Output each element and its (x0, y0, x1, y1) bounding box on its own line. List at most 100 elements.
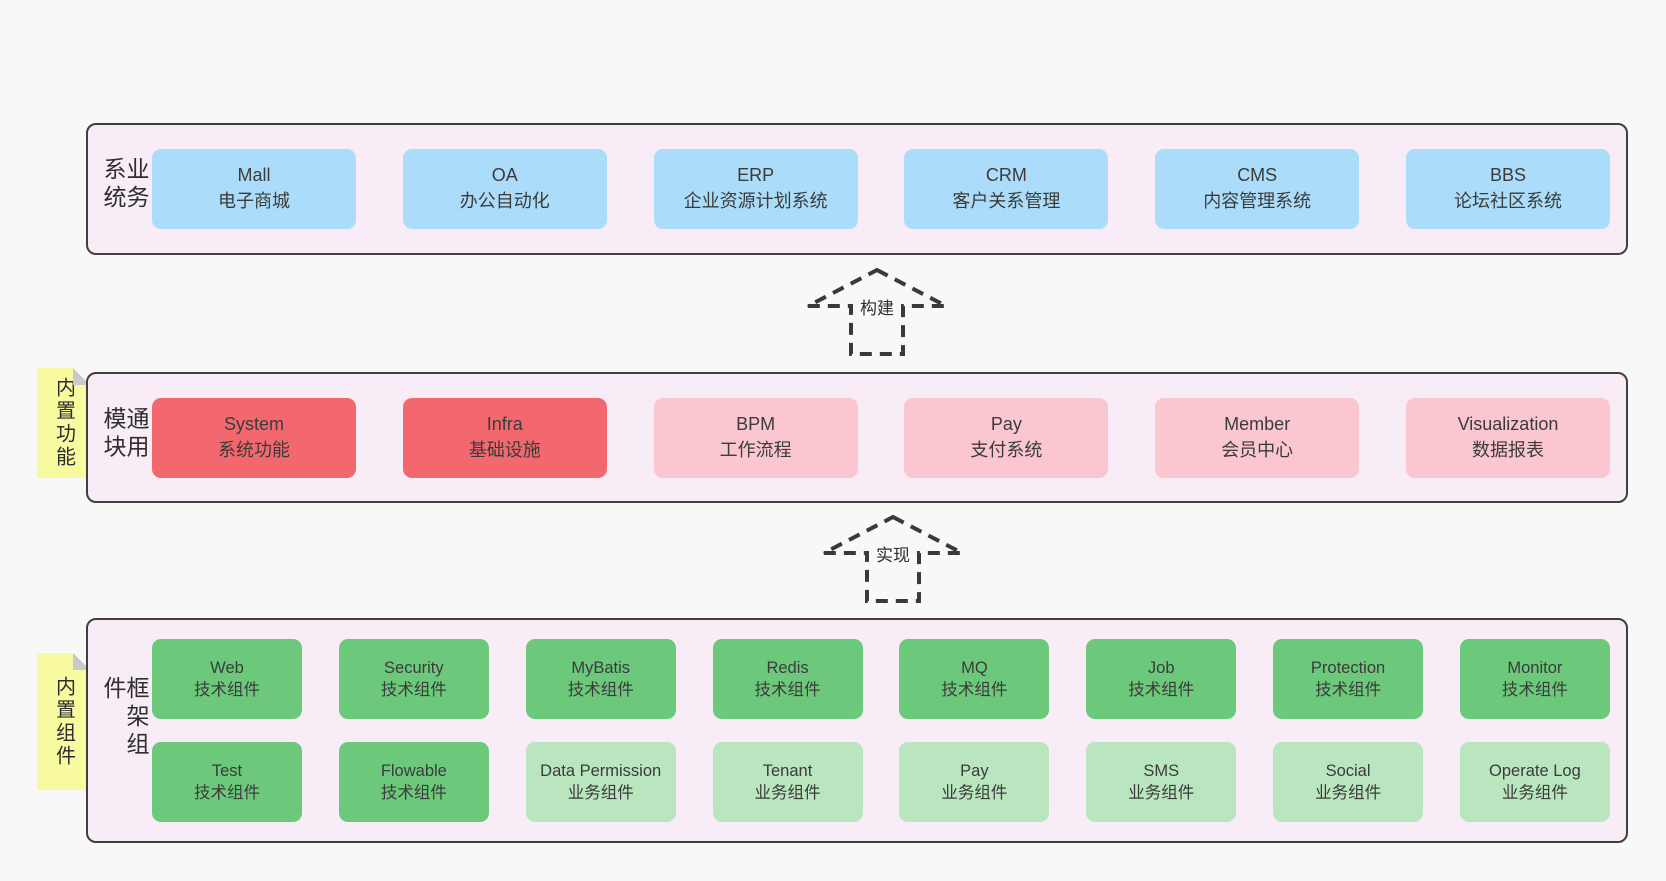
box-title: Operate Log (1489, 761, 1581, 780)
box-oa: OA 办公自动化 (402, 149, 607, 229)
box-title: System (223, 413, 284, 434)
box-subtitle: 技术组件 (1315, 681, 1382, 699)
box-subtitle: 企业资源计划系统 (683, 191, 828, 211)
box-title: Member (1224, 413, 1291, 434)
box-title: Data Permission (540, 761, 662, 780)
business-systems-boxes: Mall 电子商城 OA 办公自动化 ERP 企业资源计划系统 CRM 客户关系… (152, 125, 1610, 253)
box-title: SMS (1143, 761, 1180, 780)
box-sms: SMS 业务组件 (1086, 742, 1237, 822)
box-social: Social 业务组件 (1273, 742, 1424, 822)
band-framework-components: 框架组件 Web 技术组件 Security 技术组件 MyBatis 技术组件… (86, 618, 1628, 843)
box-subtitle: 电子商城 (218, 191, 290, 211)
box-title: Security (384, 658, 444, 677)
band-label-framework-components: 框架组件 (100, 675, 149, 760)
box-visualization: Visualization 数据报表 (1405, 397, 1610, 478)
box-subtitle: 技术组件 (380, 681, 447, 699)
box-subtitle: 基础设施 (468, 439, 541, 460)
box-title: MQ (961, 658, 988, 677)
arrow-implement-label: 实现 (873, 541, 913, 566)
framework-components-row-2: Test 技术组件 Flowable 技术组件 Data Permission … (152, 742, 1610, 822)
sticky-note-label: 内置组件 (52, 675, 75, 768)
box-security: Security 技术组件 (338, 639, 489, 719)
box-title: ERP (737, 165, 775, 186)
box-title: Pay (990, 413, 1022, 434)
box-subtitle: 技术组件 (754, 681, 821, 699)
box-flowable: Flowable 技术组件 (338, 742, 489, 822)
box-subtitle: 技术组件 (194, 681, 260, 699)
box-title: Pay (960, 761, 989, 780)
box-title: CRM (985, 165, 1027, 186)
box-bpm: BPM 工作流程 (653, 397, 858, 478)
sticky-note-builtin-components: 内置组件 (37, 653, 90, 790)
box-title: Social (1325, 761, 1371, 780)
box-title: Job (1147, 658, 1175, 677)
box-title: Monitor (1507, 658, 1563, 677)
box-subtitle: 技术组件 (1128, 681, 1195, 699)
box-web: Web 技术组件 (152, 639, 302, 719)
box-test: Test 技术组件 (152, 742, 302, 822)
arrow-build: 构建 (804, 266, 950, 358)
framework-components-row-1: Web 技术组件 Security 技术组件 MyBatis 技术组件 Redi… (152, 639, 1610, 719)
box-monitor: Monitor 技术组件 (1459, 639, 1610, 719)
box-crm: CRM 客户关系管理 (904, 149, 1109, 229)
sticky-note-builtin-features: 内置功能 (37, 368, 90, 478)
box-member: Member 会员中心 (1155, 397, 1360, 478)
box-subtitle: 业务组件 (941, 784, 1008, 802)
box-title: BBS (1489, 165, 1526, 186)
box-job: Job 技术组件 (1086, 639, 1237, 719)
box-subtitle: 数据报表 (1471, 439, 1544, 460)
box-subtitle: 业务组件 (567, 784, 634, 802)
box-subtitle: 业务组件 (754, 784, 821, 802)
box-title: Visualization (1457, 413, 1559, 434)
box-subtitle: 论坛社区系统 (1453, 191, 1562, 211)
box-mybatis: MyBatis 技术组件 (525, 639, 676, 719)
framework-components-rows: Web 技术组件 Security 技术组件 MyBatis 技术组件 Redi… (152, 620, 1610, 841)
arrow-build-label: 构建 (857, 294, 897, 319)
box-title: MyBatis (571, 658, 631, 677)
box-mall: Mall 电子商城 (152, 149, 356, 229)
box-subtitle: 系统功能 (218, 439, 290, 460)
box-subtitle: 支付系统 (970, 439, 1043, 460)
box-mq: MQ 技术组件 (899, 639, 1050, 719)
box-subtitle: 会员中心 (1221, 439, 1294, 460)
common-modules-boxes: System 系统功能 Infra 基础设施 BPM 工作流程 Pay 支付系统… (152, 374, 1610, 501)
band-label-business-systems: 业务系统 (100, 157, 149, 213)
box-operate-log: Operate Log 业务组件 (1459, 742, 1610, 822)
box-pay: Pay 支付系统 (904, 397, 1109, 478)
box-subtitle: 技术组件 (941, 681, 1008, 699)
box-subtitle: 内容管理系统 (1203, 191, 1312, 211)
band-label-common-modules: 通用模块 (100, 405, 149, 462)
band-common-modules: 通用模块 System 系统功能 Infra 基础设施 BPM 工作流程 Pay… (86, 372, 1628, 503)
box-tenant: Tenant 业务组件 (712, 742, 863, 822)
box-erp: ERP 企业资源计划系统 (653, 149, 858, 229)
sticky-note-label: 内置功能 (52, 377, 75, 469)
box-title: Tenant (762, 761, 813, 780)
box-subtitle: 技术组件 (567, 681, 634, 699)
up-arrow-icon (807, 267, 947, 356)
box-subtitle: 业务组件 (1501, 784, 1568, 802)
box-pay-business: Pay 业务组件 (899, 742, 1050, 822)
box-redis: Redis 技术组件 (712, 639, 863, 719)
box-protection: Protection 技术组件 (1273, 639, 1424, 719)
box-subtitle: 技术组件 (194, 784, 260, 802)
box-subtitle: 业务组件 (1315, 784, 1382, 802)
box-bbs: BBS 论坛社区系统 (1405, 149, 1610, 229)
box-subtitle: 业务组件 (1128, 784, 1195, 802)
box-system: System 系统功能 (152, 397, 356, 478)
box-title: Mall (237, 165, 271, 186)
box-title: Test (211, 761, 243, 780)
box-title: Infra (486, 413, 523, 434)
arrow-implement: 实现 (820, 513, 966, 605)
box-title: BPM (736, 413, 776, 434)
box-subtitle: 技术组件 (1501, 681, 1568, 699)
box-title: OA (491, 165, 518, 186)
box-subtitle: 客户关系管理 (952, 191, 1061, 211)
box-cms: CMS 内容管理系统 (1155, 149, 1360, 229)
box-title: Flowable (380, 761, 447, 780)
box-subtitle: 技术组件 (380, 784, 447, 802)
box-title: Web (210, 658, 244, 677)
box-data-permission: Data Permission 业务组件 (525, 742, 676, 822)
box-title: Redis (766, 658, 809, 677)
box-title: CMS (1237, 165, 1278, 186)
